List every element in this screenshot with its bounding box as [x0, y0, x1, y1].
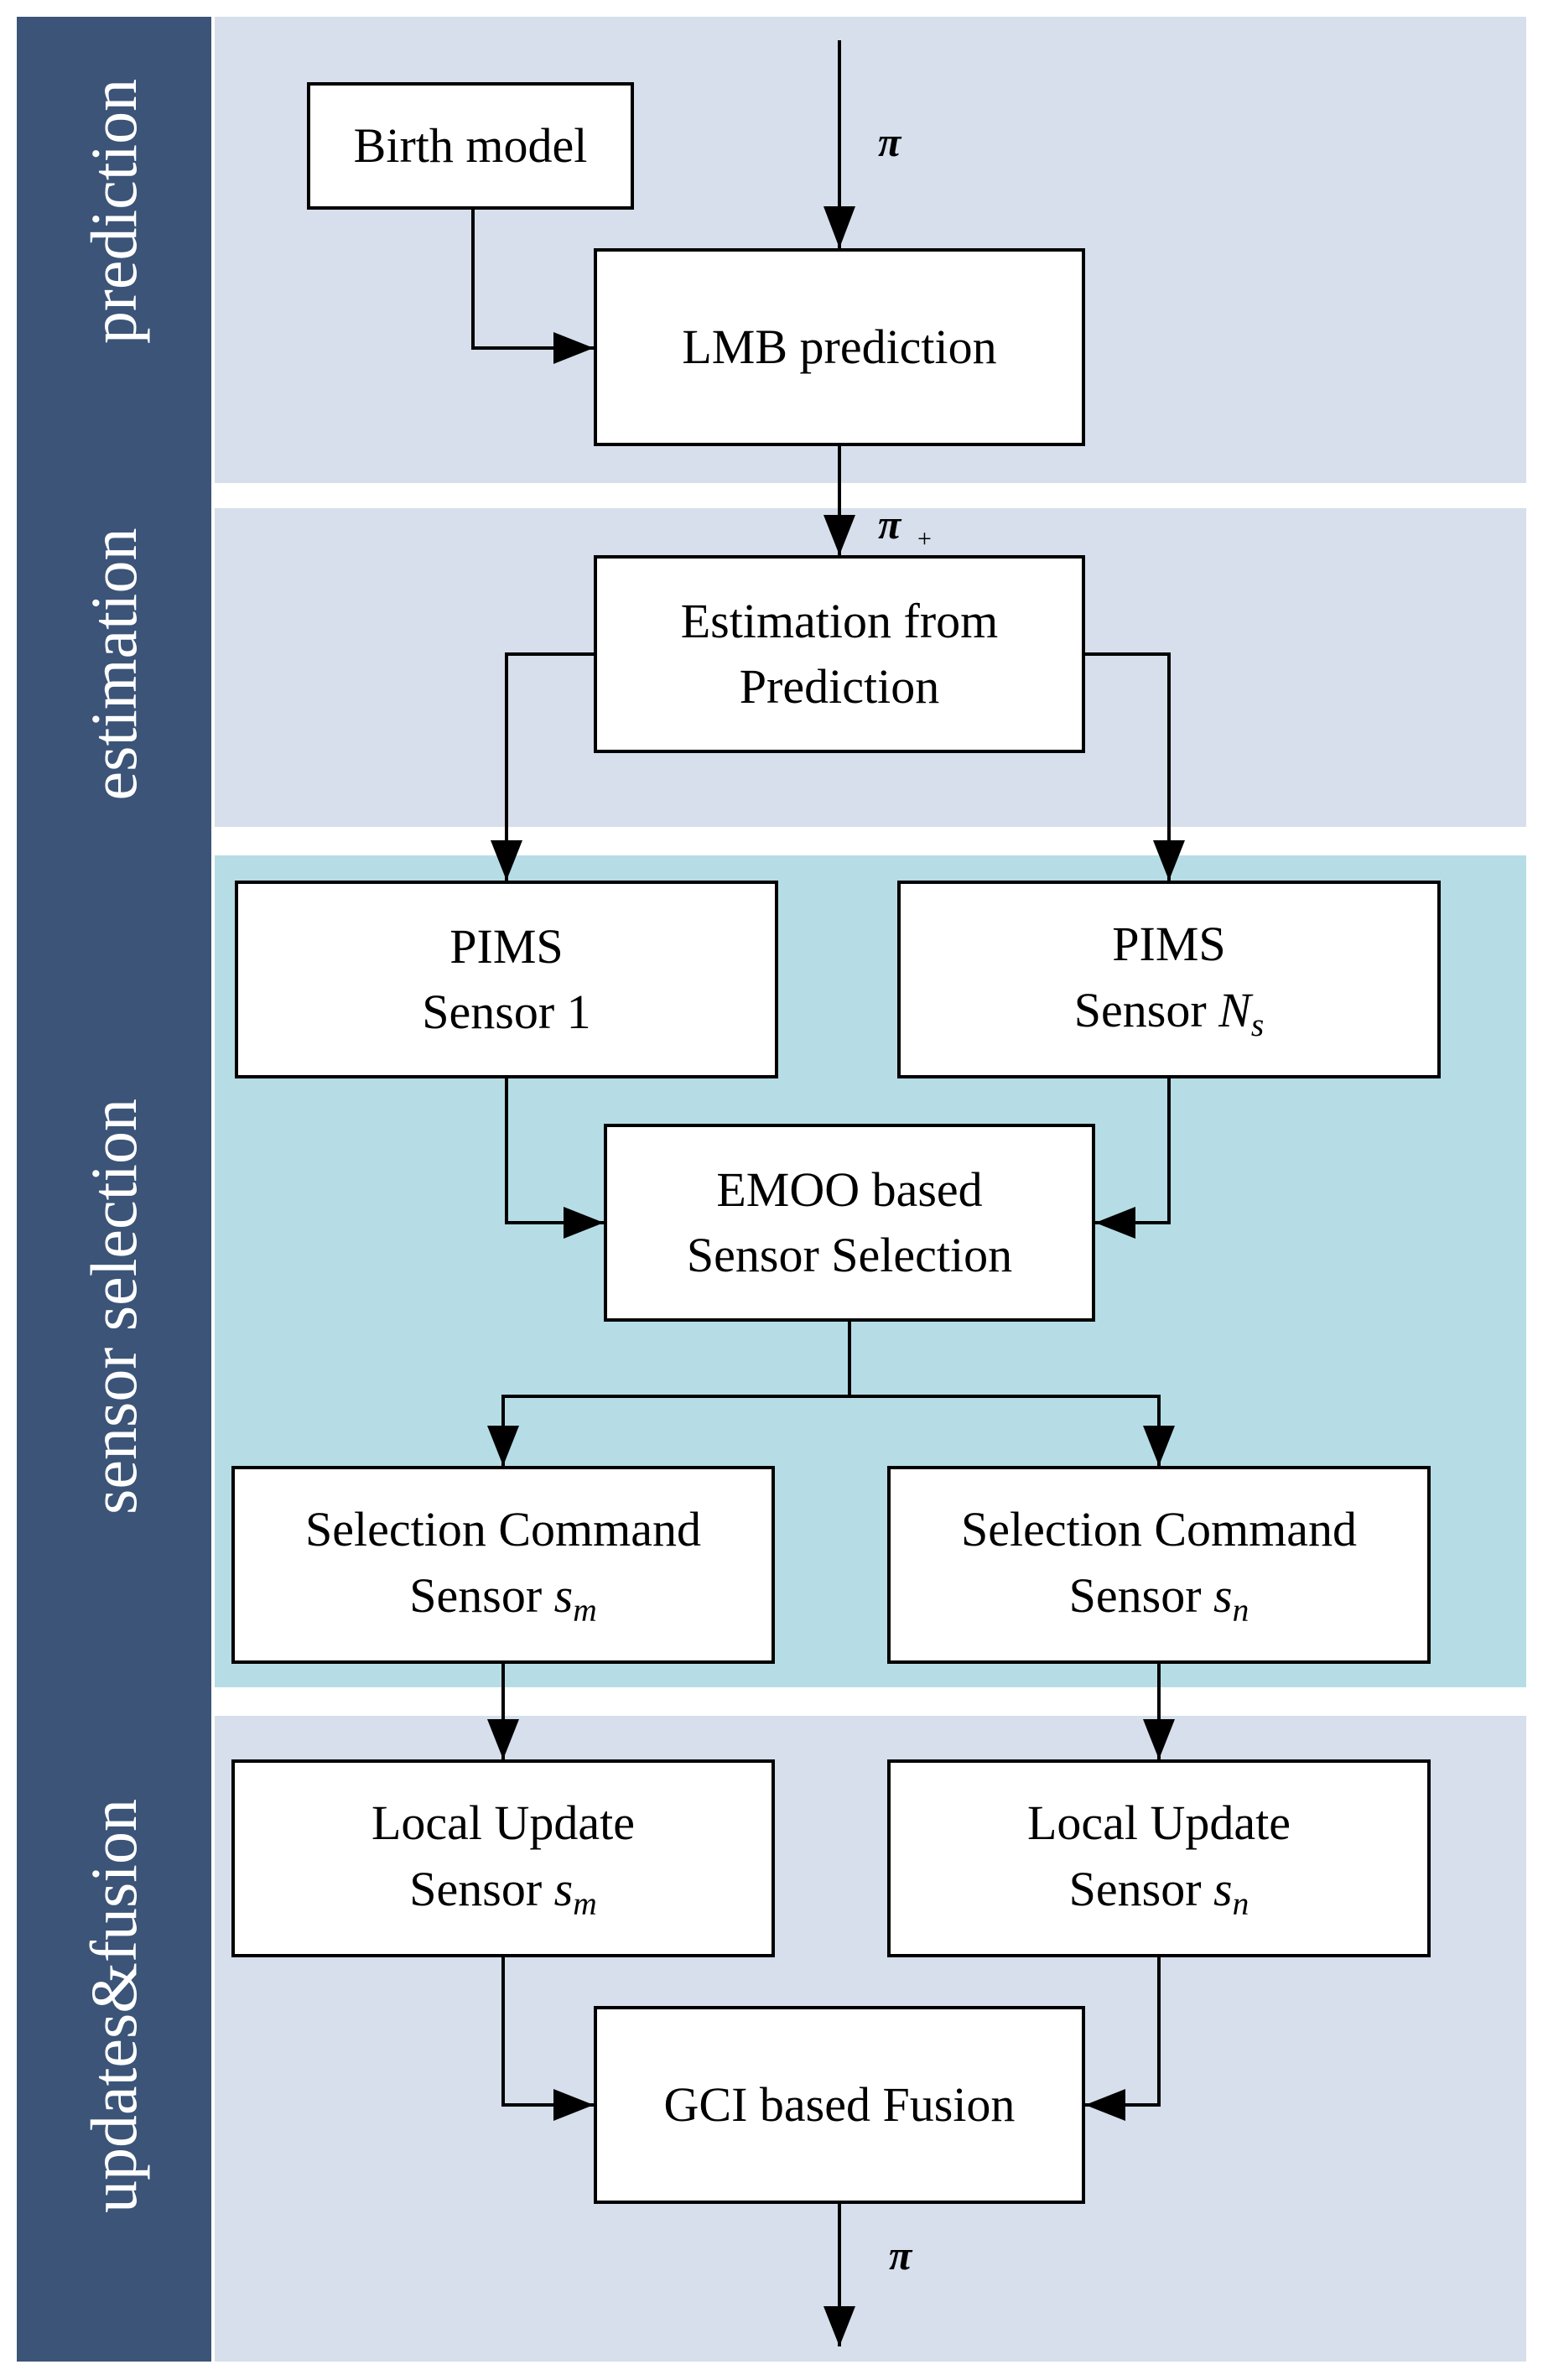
arrow-birth-to-lmb: [471, 208, 594, 350]
arrowhead-lmb-to-estimation: [823, 515, 855, 555]
gci-fusion-box: GCI based Fusion: [594, 2006, 1085, 2204]
arrowhead-estimation-to-pimsN: [1153, 840, 1185, 881]
pi-input-label: π: [878, 118, 901, 165]
selection-command-n-subscript: n: [1232, 1591, 1249, 1629]
estimation-box: Estimation from Prediction: [594, 555, 1085, 753]
local-update-n-subscript: n: [1232, 1884, 1249, 1922]
pims-sensor-n-line2: Sensor Ns: [1074, 978, 1264, 1047]
pims-sensor-n-line1: PIMS: [1112, 917, 1226, 972]
arrowhead-pims1-to-emoo: [564, 1207, 604, 1239]
arrowhead-birth-to-lmb: [553, 332, 594, 364]
selection-command-n-box: Selection Command Sensor sn: [887, 1466, 1431, 1664]
arrow-pimsN-to-emoo: [1095, 1078, 1171, 1224]
pi-output-label: π: [889, 2232, 912, 2279]
local-update-n-prefix: Sensor: [1068, 1861, 1214, 1916]
local-update-m-symbol: s: [553, 1861, 574, 1916]
arrow-estimation-to-pims1: [505, 652, 594, 881]
arrow-emoo-to-selcmd-n: [849, 1395, 1161, 1466]
pims-sensor-n-subscript: s: [1250, 1006, 1265, 1043]
pi-predicted-plus: +: [917, 525, 932, 553]
emoo-selection-box: EMOO based Sensor Selection: [604, 1124, 1095, 1322]
local-update-m-line1: Local Update: [371, 1795, 635, 1851]
arrowhead-gci-output: [823, 2306, 855, 2346]
selection-command-m-symbol: s: [553, 1567, 574, 1623]
emoo-text-line2: Sensor Selection: [686, 1228, 1013, 1282]
pims-sensor-n-box: PIMS Sensor Ns: [897, 881, 1441, 1078]
selection-command-n-symbol: s: [1213, 1567, 1233, 1623]
arrowhead-estimation-to-pims1: [491, 840, 522, 881]
arrowhead-emoo-to-selcmd-n: [1143, 1426, 1175, 1466]
selection-command-m-prefix: Sensor: [409, 1567, 554, 1623]
lmb-prediction-text: LMB prediction: [682, 319, 997, 374]
birth-model-box: Birth model: [307, 82, 634, 210]
stage-sidebar: [17, 17, 211, 2362]
selection-command-m-line1: Selection Command: [305, 1502, 701, 1557]
arrowhead-input-to-lmb: [823, 206, 855, 248]
pims-sensor-1-box: PIMS Sensor 1: [235, 881, 778, 1078]
gci-fusion-text: GCI based Fusion: [663, 2076, 1016, 2132]
local-update-m-box: Local Update Sensor sm: [231, 1759, 775, 1957]
estimation-text-line1: Estimation from: [680, 593, 999, 648]
birth-model-text: Birth model: [353, 117, 588, 173]
selection-command-m-line2: Sensor sm: [305, 1563, 701, 1633]
selection-command-m-box: Selection Command Sensor sm: [231, 1466, 775, 1664]
selection-command-n-line1: Selection Command: [961, 1502, 1357, 1557]
arrowhead-pimsN-to-emoo: [1095, 1207, 1135, 1239]
local-update-n-line1: Local Update: [1026, 1795, 1291, 1851]
pi-predicted-label: π: [878, 501, 901, 548]
arrowhead-local-n-to-gci: [1085, 2089, 1125, 2121]
pims-sensor-1-line2: Sensor 1: [422, 985, 591, 1039]
arrow-local-n-to-gci: [1085, 1956, 1161, 2107]
arrowhead-emoo-to-selcmd-m: [487, 1426, 519, 1466]
arrow-estimation-to-pimsN: [1085, 652, 1171, 881]
local-update-m-subscript: m: [573, 1884, 597, 1922]
selection-command-m-subscript: m: [573, 1591, 597, 1629]
arrow-pims1-to-emoo: [505, 1078, 604, 1224]
estimation-text-line2: Prediction: [739, 659, 940, 714]
local-update-n-symbol: s: [1213, 1861, 1233, 1916]
arrow-emoo-to-selcmd-m: [501, 1395, 849, 1466]
pims-sensor-1-line1: PIMS: [449, 918, 564, 974]
selection-command-n-line2: Sensor sn: [961, 1563, 1357, 1633]
emoo-text-line1: EMOO based: [716, 1161, 983, 1217]
lmb-prediction-box: LMB prediction: [594, 248, 1085, 446]
arrowhead-local-m-to-gci: [553, 2089, 594, 2121]
selection-command-n-prefix: Sensor: [1068, 1567, 1214, 1623]
local-update-n-box: Local Update Sensor sn: [887, 1759, 1431, 1957]
pims-sensor-n-symbol: N: [1218, 982, 1251, 1037]
local-update-n-line2: Sensor sn: [1027, 1857, 1291, 1926]
arrow-local-m-to-gci: [501, 1956, 594, 2107]
pims-sensor-n-prefix: Sensor: [1073, 982, 1219, 1037]
arrowhead-selcmd-m-to-local-m: [487, 1719, 519, 1759]
arrowhead-selcmd-n-to-local-n: [1143, 1719, 1175, 1759]
local-update-m-prefix: Sensor: [409, 1861, 554, 1916]
local-update-m-line2: Sensor sm: [371, 1857, 635, 1926]
